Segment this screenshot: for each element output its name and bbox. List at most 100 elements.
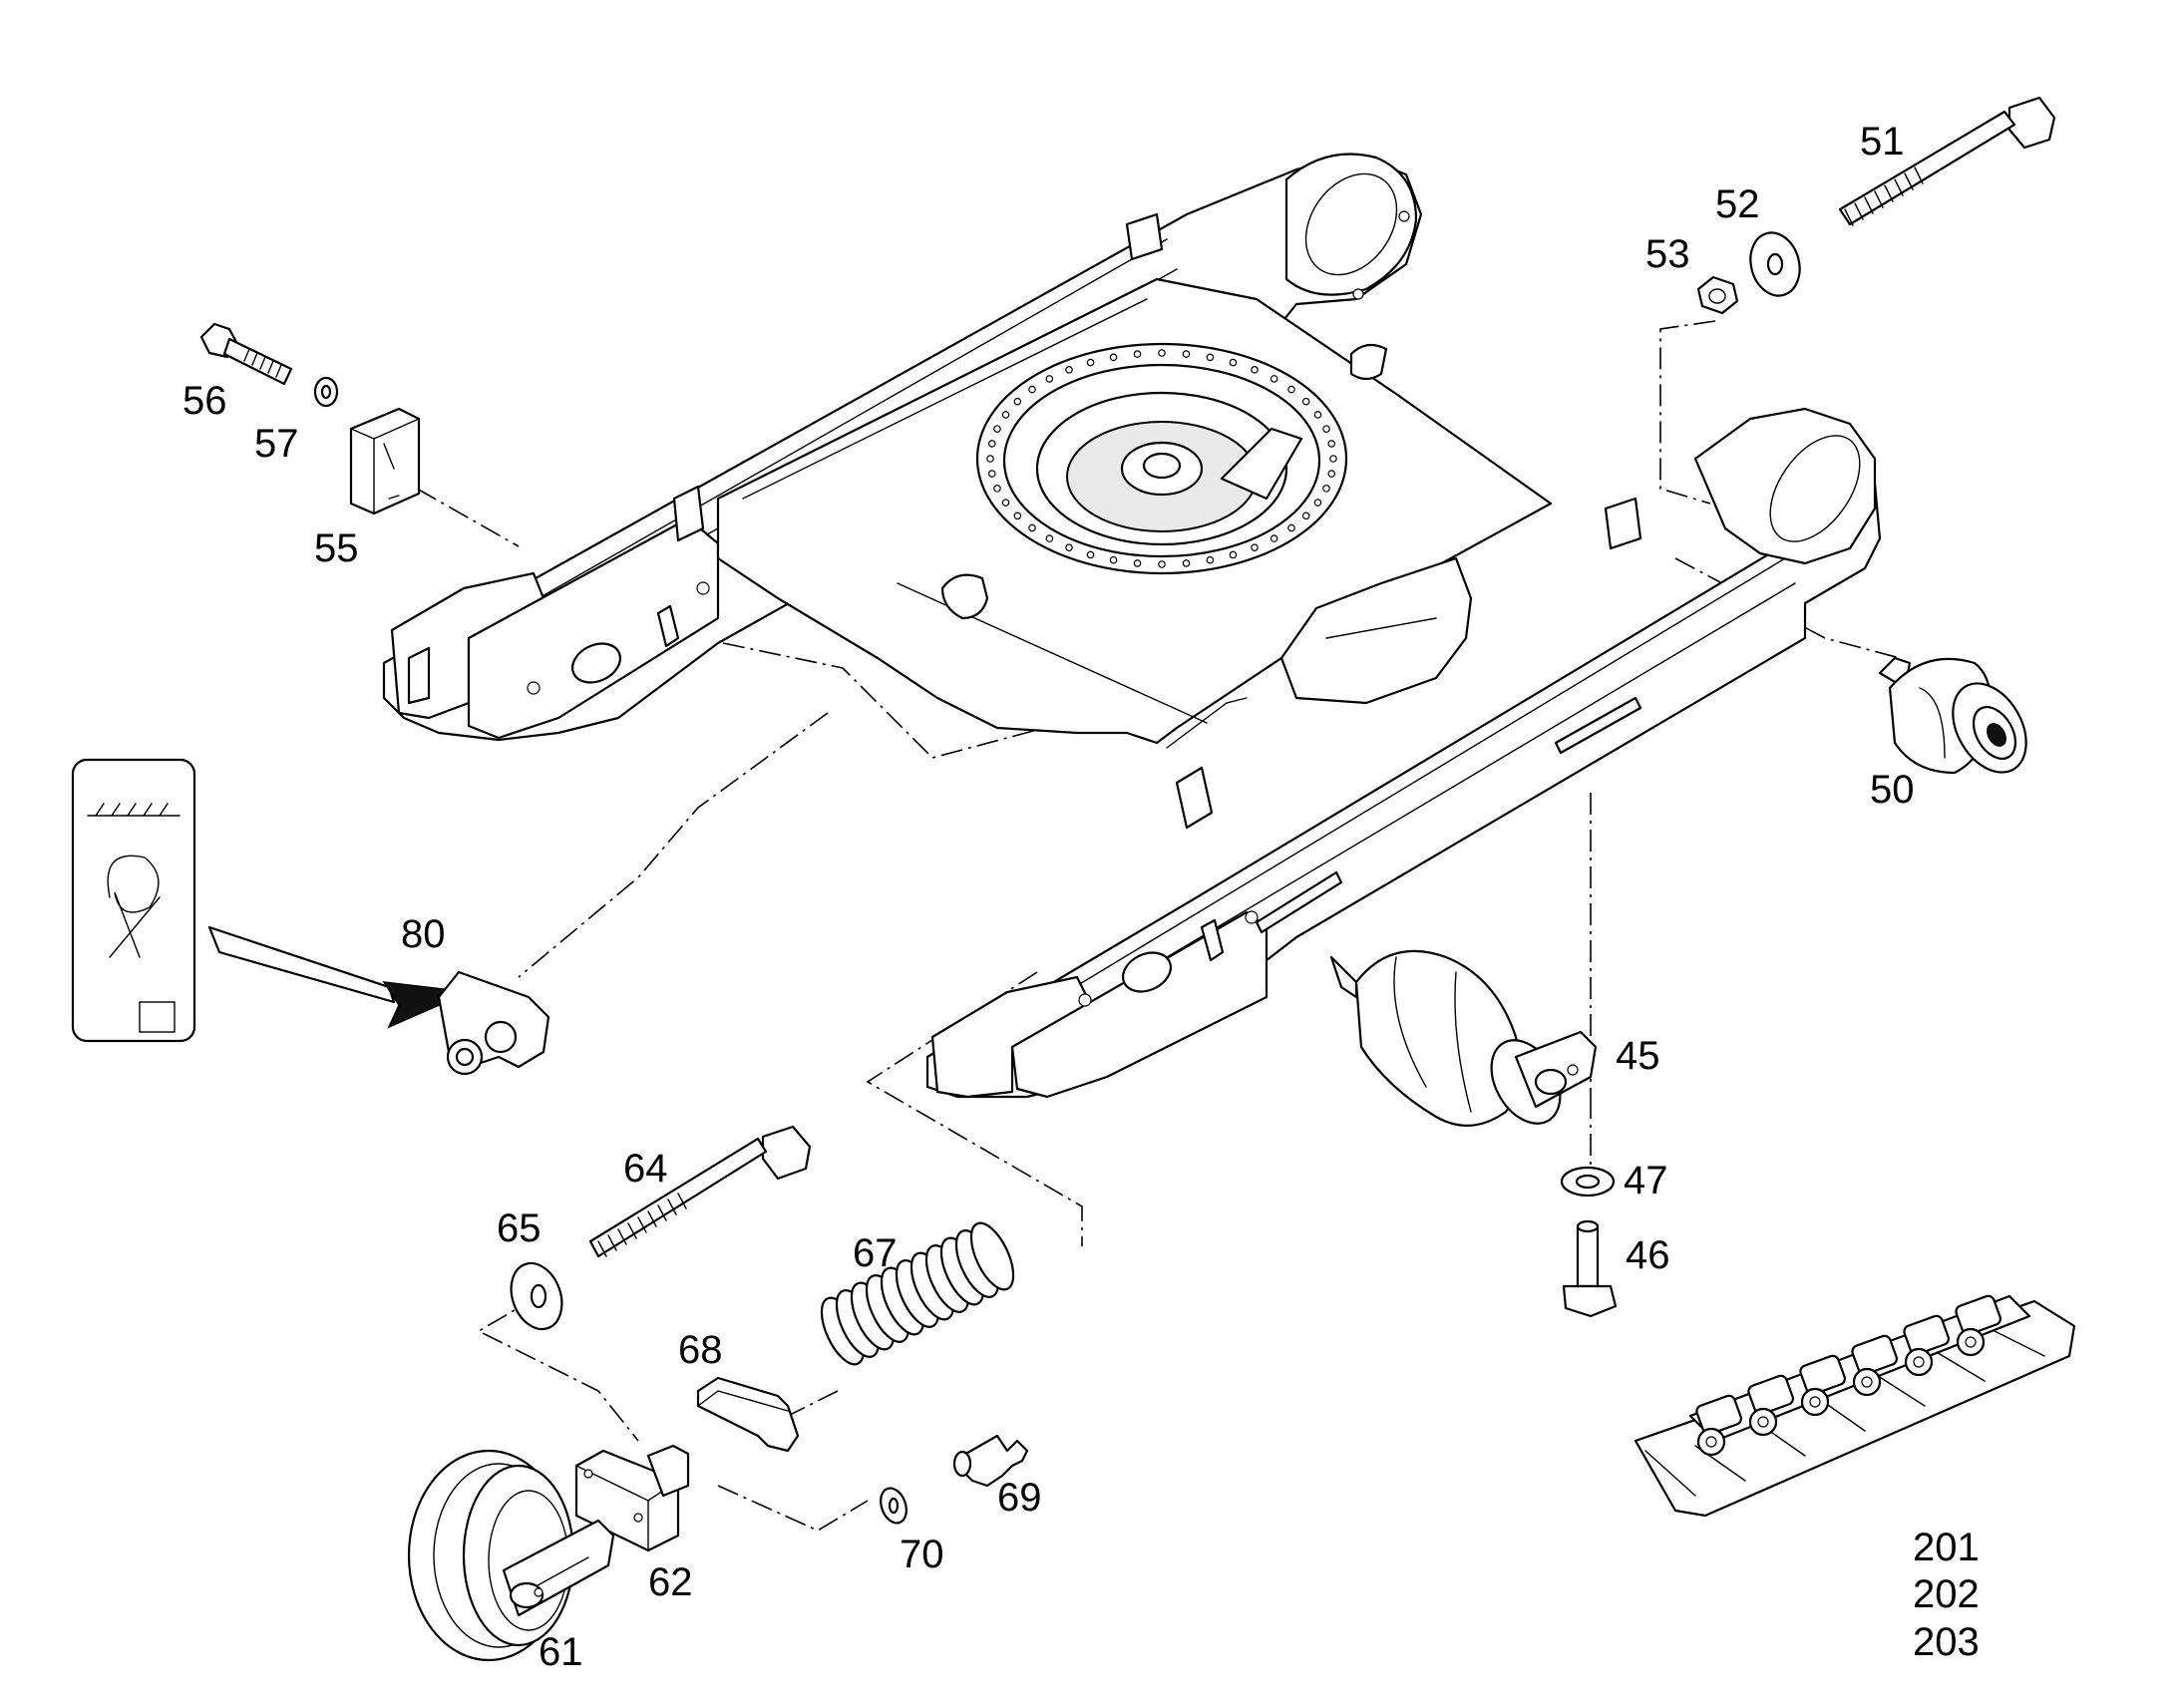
callout-labels: 45 46 47 50 51 52 53 55 56 57 61 62 64 6… <box>182 120 1980 1674</box>
part-56-bolt <box>199 322 293 386</box>
chain-pin-hole <box>1705 1436 1717 1448</box>
chain-link <box>1799 1354 1846 1396</box>
part-70-washer <box>880 1487 908 1525</box>
callout-57: 57 <box>254 422 299 466</box>
callout-51: 51 <box>1860 120 1905 164</box>
chain-link <box>1747 1374 1794 1416</box>
callout-55: 55 <box>314 526 359 570</box>
bolt-hole <box>1045 534 1054 542</box>
part-46-bolt <box>1562 1219 1618 1318</box>
spring-coil <box>969 1221 1015 1291</box>
bolt-hole <box>1327 470 1336 478</box>
leader-lines <box>416 320 1901 1532</box>
callout-70: 70 <box>900 1533 944 1576</box>
part-52-washer <box>1749 231 1801 297</box>
bolt-hole <box>1013 512 1022 520</box>
chain-link <box>1955 1294 2001 1336</box>
bolt-hole <box>1270 375 1278 383</box>
undercarriage-frame <box>382 153 1882 1099</box>
part-61-idler-wheel <box>407 1449 615 1662</box>
bolt-hole <box>1182 350 1191 358</box>
bolt-hole <box>1287 523 1295 532</box>
chain-pin-hole <box>1861 1376 1873 1388</box>
callout-45: 45 <box>1616 1034 1660 1078</box>
bolt-hole <box>1322 425 1330 433</box>
bolt-hole <box>1301 512 1310 520</box>
bolt-hole <box>1301 397 1310 406</box>
bolt-hole <box>1327 440 1336 448</box>
part-65-washer <box>510 1261 563 1331</box>
bolt-hole <box>1028 523 1036 532</box>
callout-65: 65 <box>497 1206 542 1250</box>
callout-202: 202 <box>1913 1572 1980 1616</box>
bolt-hole <box>1270 534 1278 542</box>
bolt-hole <box>1313 411 1322 419</box>
callout-62: 62 <box>648 1560 693 1604</box>
bolt-hole <box>1109 353 1118 362</box>
callout-69: 69 <box>997 1476 1042 1520</box>
part-57-washer <box>313 376 339 408</box>
callout-46: 46 <box>1626 1233 1670 1277</box>
bolt-hole <box>1229 358 1238 367</box>
bolt-hole <box>1322 485 1330 493</box>
callout-67: 67 <box>853 1231 898 1275</box>
callout-68: 68 <box>678 1328 723 1372</box>
bolt-hole <box>986 455 994 463</box>
bolt-hole <box>1287 385 1295 394</box>
chain-pin-hole <box>1757 1416 1769 1428</box>
part-68-shoe <box>696 1376 800 1453</box>
part-47-washer <box>1560 1166 1616 1197</box>
bolt-hole <box>1251 366 1259 374</box>
callout-53: 53 <box>1645 232 1690 276</box>
bolt-hole <box>1086 550 1095 559</box>
bolt-hole <box>1329 455 1337 463</box>
bolt-hole <box>1001 411 1010 419</box>
part-55-block <box>349 407 421 515</box>
bolt-hole <box>993 485 1001 493</box>
bolt-hole <box>1133 559 1142 567</box>
callout-201: 201 <box>1913 1526 1980 1569</box>
warning-decal <box>71 758 472 1043</box>
part-201-track-chain <box>1634 1294 2076 1518</box>
callout-56: 56 <box>182 379 227 423</box>
bolt-hole <box>1313 499 1322 507</box>
bolt-hole <box>1013 397 1022 406</box>
slew-ring-bolt-holes <box>986 349 1337 568</box>
bolt-hole <box>1206 353 1215 362</box>
chain-link <box>1695 1394 1742 1436</box>
bolt-hole <box>1206 555 1215 564</box>
callout-80: 80 <box>401 912 446 956</box>
bolt-hole <box>1133 350 1142 358</box>
chain-pin-hole <box>1809 1396 1821 1408</box>
bolt-hole <box>1045 375 1054 383</box>
bolt-hole <box>1182 559 1191 567</box>
callout-64: 64 <box>623 1147 668 1191</box>
bolt-hole <box>987 470 996 478</box>
part-80-bracket <box>437 970 550 1076</box>
bolt-hole <box>1001 499 1010 507</box>
bolt-hole <box>1028 385 1036 394</box>
part-53-nut <box>1696 275 1739 315</box>
bolt-hole <box>1065 543 1073 551</box>
callout-47: 47 <box>1624 1159 1668 1202</box>
part-45-track-roller <box>1329 949 1598 1127</box>
bolt-hole <box>1229 550 1238 559</box>
callout-203: 203 <box>1913 1620 1980 1664</box>
bolt-hole <box>1158 560 1166 568</box>
part-51-bolt <box>1838 96 2056 226</box>
chain-pin-hole <box>1965 1336 1977 1348</box>
bolt-hole <box>993 425 1001 433</box>
part-50-carrier-roller <box>1878 656 2027 775</box>
callout-50: 50 <box>1870 768 1915 812</box>
part-64-bolt <box>588 1125 812 1258</box>
part-69-grease-fitting <box>952 1434 1029 1488</box>
callout-52: 52 <box>1715 182 1760 226</box>
callout-61: 61 <box>539 1630 583 1674</box>
chain-link <box>1903 1314 1950 1356</box>
bolt-hole <box>1109 555 1118 564</box>
chain-pin-hole <box>1913 1356 1925 1368</box>
bolt-hole <box>1086 358 1095 367</box>
bolt-hole <box>1251 543 1259 551</box>
chain-link <box>1851 1334 1898 1376</box>
